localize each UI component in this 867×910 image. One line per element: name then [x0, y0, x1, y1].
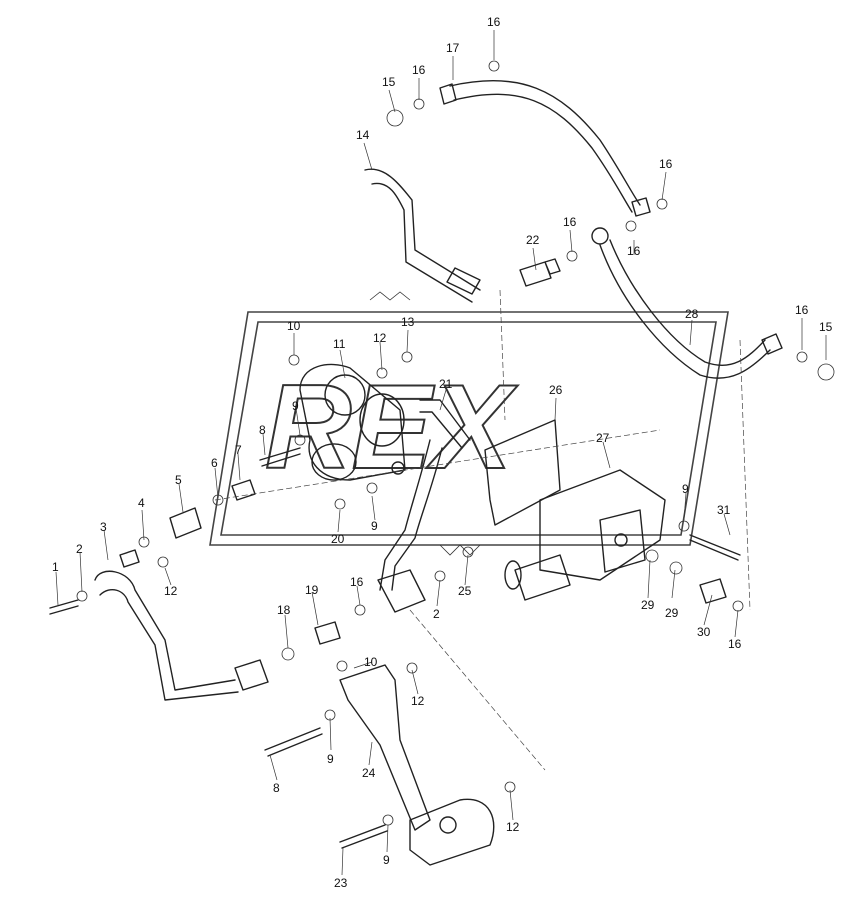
callout-label: 4	[138, 496, 145, 510]
callout-label: 8	[273, 781, 280, 795]
callout-label: 23	[334, 876, 348, 890]
bolt-1	[49, 599, 79, 615]
callout-label: 10	[364, 655, 378, 669]
callout-label: 31	[717, 503, 731, 517]
callout-label: 7	[235, 443, 242, 457]
callout-label: 12	[411, 694, 425, 708]
callout-label: 22	[526, 233, 540, 247]
callout-label: 12	[373, 331, 387, 345]
callouts: 16 17 15 16 14 16 16 16 22 28 16 15 10 1…	[52, 15, 833, 890]
callout-label: 15	[819, 320, 833, 334]
bolt-23	[339, 824, 388, 849]
callout-label: 18	[277, 603, 291, 617]
callout-label: 3	[100, 520, 107, 534]
callout-label: 21	[439, 377, 453, 391]
callout-label: 24	[362, 766, 376, 780]
callout-label: 26	[549, 383, 563, 397]
callout-label: 16	[487, 15, 501, 29]
gasket-26	[484, 419, 561, 526]
flange	[377, 569, 426, 613]
hose-28	[591, 227, 783, 379]
guide-line	[409, 609, 546, 771]
leader-lines	[55, 30, 827, 876]
callout-label: 14	[356, 128, 370, 142]
callout-label: 8	[259, 423, 266, 437]
callout-label: 15	[382, 75, 396, 89]
pipe-21	[379, 399, 471, 591]
fitting-19	[314, 621, 341, 645]
callout-label: 11	[333, 337, 346, 351]
guide-line	[499, 289, 506, 421]
callout-label: 5	[175, 473, 182, 487]
callout-label: 6	[211, 456, 218, 470]
callout-label: 16	[350, 575, 364, 589]
callout-label: 9	[327, 752, 334, 766]
callout-label: 16	[412, 63, 426, 77]
callout-label: 16	[627, 244, 641, 258]
valve-27	[504, 469, 666, 601]
guide-line	[739, 339, 751, 611]
callout-label: 16	[659, 157, 673, 171]
callout-label: 30	[697, 625, 711, 639]
pump-11	[299, 363, 406, 481]
callout-label: 16	[728, 637, 742, 651]
callout-label: 12	[506, 820, 520, 834]
bolt-8	[259, 447, 301, 467]
callout-label: 9	[292, 399, 299, 413]
callout-label: 16	[563, 215, 577, 229]
pipe-3	[94, 549, 269, 701]
callout-label: 10	[287, 319, 301, 333]
bolt-31	[689, 534, 741, 561]
bolt-8-lower	[264, 727, 323, 757]
callout-label: 27	[596, 431, 610, 445]
callout-label: 16	[795, 303, 809, 317]
pipe-14	[364, 168, 481, 303]
fitting-5	[169, 507, 202, 539]
callout-label: 9	[371, 519, 378, 533]
fitting-22	[519, 258, 561, 287]
guide-line	[214, 429, 661, 501]
washers	[76, 60, 835, 826]
callout-label: 19	[305, 583, 319, 597]
callout-label: 9	[682, 482, 689, 496]
callout-label: 17	[446, 41, 460, 55]
callout-label: 12	[164, 584, 178, 598]
bracket-24	[339, 664, 495, 866]
callout-label: 1	[52, 560, 59, 574]
fitting-30	[699, 578, 727, 604]
watermark-text: REX	[265, 360, 519, 494]
callout-label: 29	[641, 598, 655, 612]
callout-label: 13	[401, 315, 415, 329]
callout-label: 29	[665, 606, 679, 620]
callout-label: 2	[76, 542, 83, 556]
callout-label: 25	[458, 584, 472, 598]
callout-label: 2	[433, 607, 440, 621]
callout-label: 20	[331, 532, 345, 546]
callout-label: 9	[383, 853, 390, 867]
hose-17	[439, 79, 651, 217]
callout-label: 28	[685, 307, 699, 321]
